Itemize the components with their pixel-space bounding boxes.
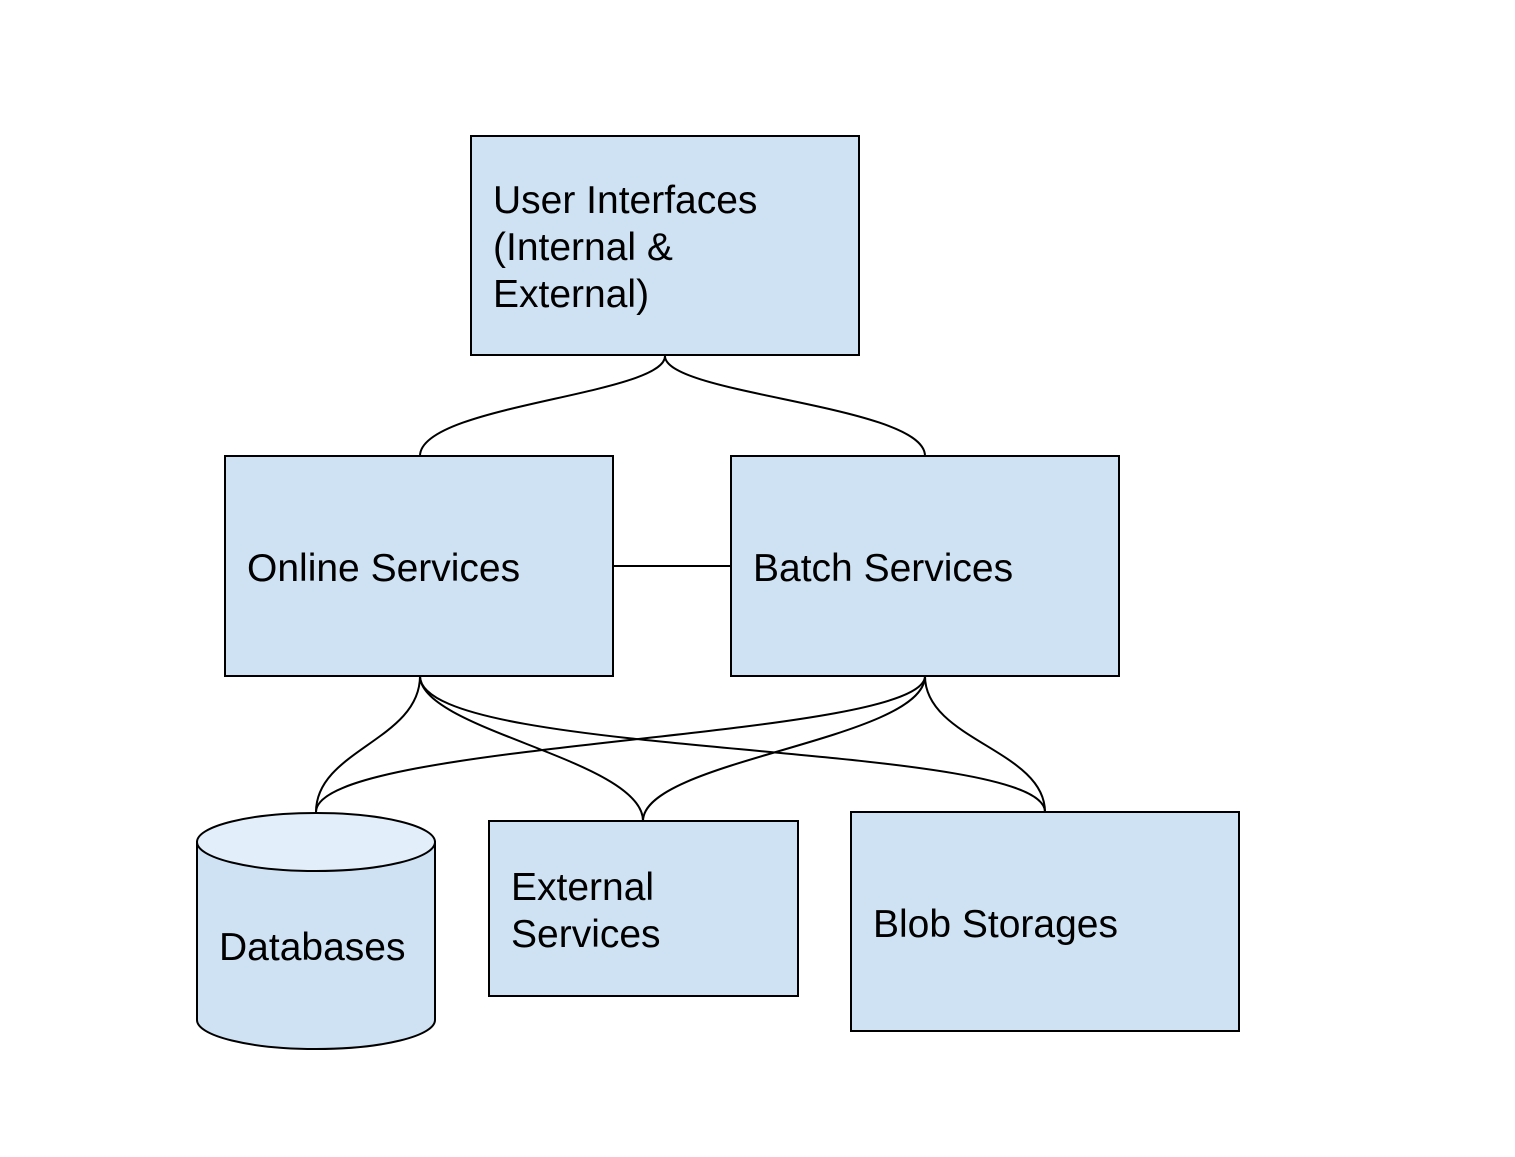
edge-ui-to-batch: [664, 355, 926, 457]
edge-ui-to-online: [419, 355, 666, 457]
node-user-interfaces: User Interfaces (Internal & External): [470, 135, 860, 356]
node-blob-storages: Blob Storages: [850, 811, 1240, 1032]
node-databases: Databases: [196, 812, 436, 1050]
node-online-services: Online Services: [224, 455, 614, 677]
external-services-label: External Services: [511, 866, 665, 956]
blob-storages-box: [850, 811, 1240, 1032]
external-services-box: [488, 820, 799, 997]
user-interfaces-label-line: External): [493, 273, 649, 316]
edge-batch-to-external-services: [642, 675, 926, 822]
batch-services-label: Batch Services: [753, 547, 1013, 590]
user-interfaces-label: User Interfaces (Internal & External): [493, 179, 768, 316]
node-batch-services: Batch Services: [730, 455, 1120, 677]
edge-batch-to-databases: [315, 675, 926, 813]
edge-online-to-external-services: [419, 675, 644, 822]
databases-cylinder-top: [196, 812, 436, 872]
online-services-label-line: Online Services: [247, 547, 520, 590]
edge-online-to-databases: [315, 675, 421, 813]
user-interfaces-box: [470, 135, 860, 356]
databases-label-line: Databases: [219, 926, 405, 969]
databases-cylinder-body: [196, 841, 436, 1050]
online-services-label: Online Services: [247, 547, 520, 590]
connectors: [315, 355, 1046, 822]
databases-label: Databases: [219, 926, 405, 969]
external-services-label-line: Services: [511, 913, 661, 956]
user-interfaces-label-line: User Interfaces: [493, 179, 757, 222]
blob-storages-label-line: Blob Storages: [873, 903, 1118, 946]
edge-batch-to-blob-storages: [924, 675, 1046, 813]
batch-services-box: [730, 455, 1120, 677]
edge-online-to-blob-storages: [419, 675, 1046, 813]
node-external-services: External Services: [488, 820, 799, 997]
blob-storages-label: Blob Storages: [873, 903, 1118, 946]
batch-services-label-line: Batch Services: [753, 547, 1013, 590]
online-services-box: [224, 455, 614, 677]
external-services-label-line: External: [511, 866, 654, 909]
user-interfaces-label-line: (Internal &: [493, 226, 673, 269]
